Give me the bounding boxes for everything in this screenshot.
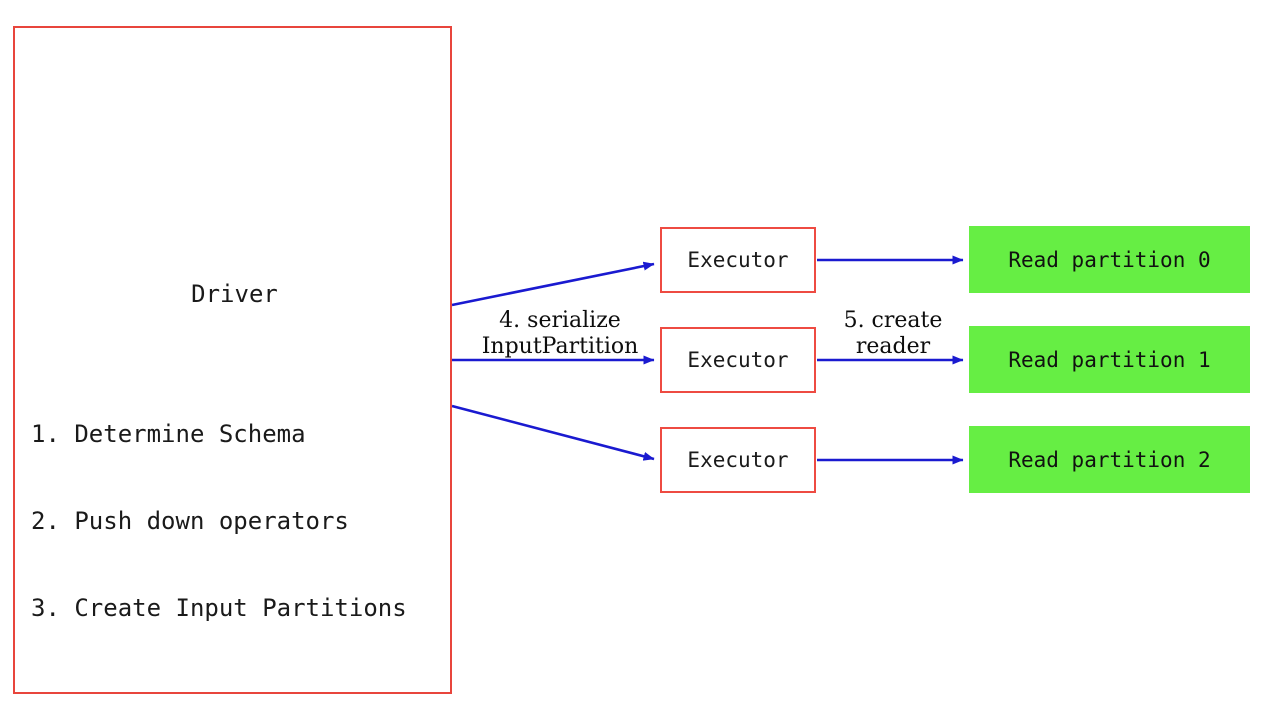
driver-step-3: 3. Create Input Partitions [31,594,407,622]
driver-step-1: 1. Determine Schema [31,420,306,448]
driver-title: Driver [191,280,278,308]
executor-box-1: Executor [660,327,816,393]
label-create-line-2: reader [855,334,931,359]
label-create-line-1: 5. create [843,308,943,333]
read-partition-box-1: Read partition 1 [969,326,1250,393]
driver-step-2: 2. Push down operators [31,507,349,535]
read-partition-box-2: Read partition 2 [969,426,1250,493]
driver-steps-list: 1. Determine Schema 2. Push down operato… [31,362,407,681]
label-create-reader: 5. create reader [823,308,963,360]
driver-box: Driver 1. Determine Schema 2. Push down … [13,26,452,694]
arrow-driver-to-executor-2 [451,404,655,461]
executor-box-2: Executor [660,427,816,493]
read-partition-box-0: Read partition 0 [969,226,1250,293]
label-serialize-inputpartition: 4. serialize InputPartition [460,308,660,360]
label-serialize-line-1: 4. serialize [499,308,621,333]
executor-box-0: Executor [660,227,816,293]
label-serialize-line-2: InputPartition [481,334,639,359]
arrow-driver-to-executor-0 [451,261,655,307]
